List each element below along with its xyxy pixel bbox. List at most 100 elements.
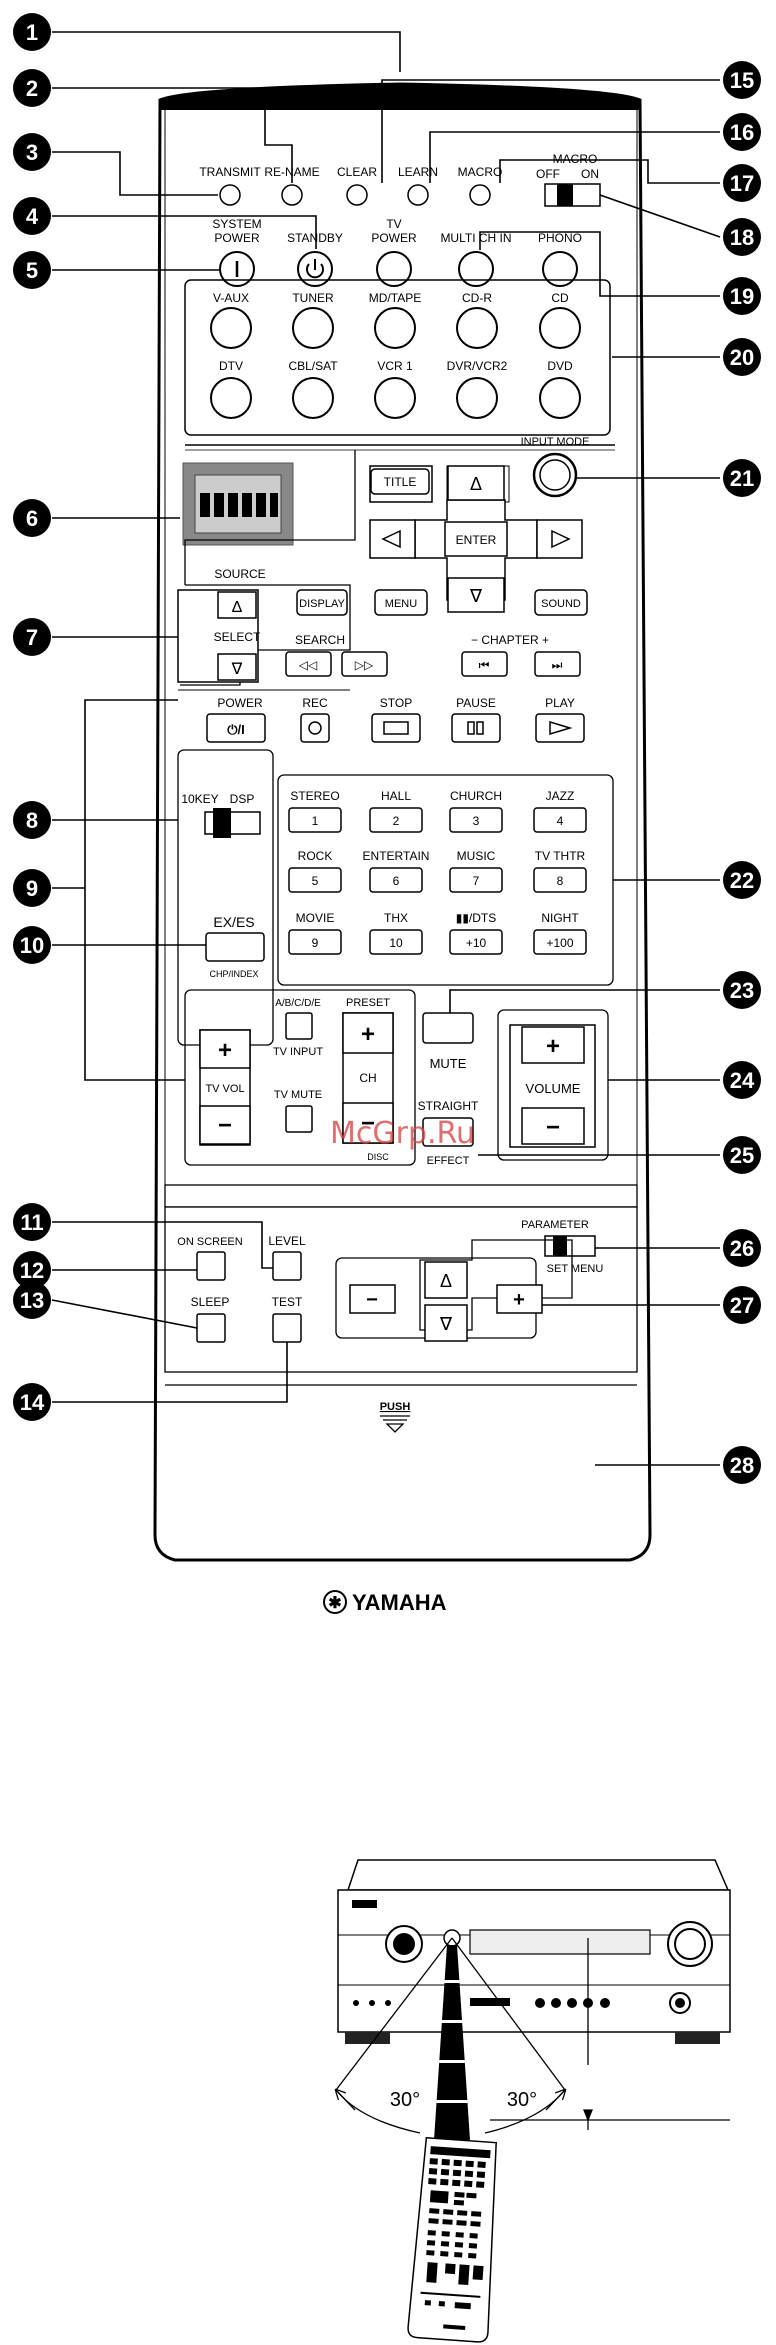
input-vcr1-button[interactable] <box>374 377 416 419</box>
push-arrow-icon <box>380 1415 410 1433</box>
transmit-led <box>219 184 241 206</box>
input-cblsat-button[interactable] <box>292 377 334 419</box>
param-up-button[interactable] <box>424 1261 468 1299</box>
tv-vol-down-button[interactable] <box>199 1105 251 1145</box>
source-down-button[interactable] <box>217 653 257 681</box>
parameter-switch-knob[interactable] <box>553 1236 567 1256</box>
tv-mute-button[interactable] <box>285 1105 313 1133</box>
effect-label: EFFECT <box>427 1155 470 1167</box>
mute-button[interactable] <box>422 1012 474 1044</box>
callout-circle <box>723 277 761 315</box>
dsp-key-button[interactable] <box>369 929 423 955</box>
title-button[interactable] <box>370 468 430 495</box>
transport-power-button[interactable] <box>206 713 266 743</box>
angle-right-label: 30° <box>507 2089 537 2111</box>
source-label: SOURCE <box>214 567 265 581</box>
title-label: TITLE <box>384 475 417 489</box>
straight-button[interactable] <box>422 1117 474 1147</box>
transport-controls: SEARCH ◁◁ ▷▷ − CHAPTER + ⏮ ⏭ POWER ⏻/I R… <box>178 633 585 743</box>
tv-power-button[interactable] <box>376 251 412 287</box>
test-button[interactable] <box>272 1313 302 1343</box>
enter-button[interactable] <box>444 521 508 557</box>
down-arrow-button[interactable] <box>447 577 505 613</box>
clear-button[interactable] <box>346 184 368 206</box>
input-mdtape-button[interactable] <box>374 307 416 349</box>
param-down-button[interactable] <box>424 1304 468 1342</box>
dsp-key-button[interactable] <box>288 929 342 955</box>
dsp-key-button[interactable] <box>369 807 423 833</box>
preset-down-button[interactable] <box>342 1102 394 1144</box>
up-arrow-button[interactable] <box>447 465 505 501</box>
10key-dsp-knob[interactable] <box>213 808 231 838</box>
tv-vol-up-button[interactable] <box>199 1029 251 1069</box>
volume-minus-icon: − <box>546 1114 560 1141</box>
right-arrow-button[interactable] <box>536 519 583 559</box>
macro-button[interactable] <box>469 184 491 206</box>
param-plus-button[interactable] <box>496 1284 543 1314</box>
clear-label: CLEAR <box>337 165 377 179</box>
sleep-button[interactable] <box>196 1313 226 1343</box>
dsp-key-button[interactable] <box>288 867 342 893</box>
dsp-key-button[interactable] <box>533 807 587 833</box>
multi-ch-in-button[interactable] <box>458 251 494 287</box>
search-fwd-button[interactable] <box>341 651 388 677</box>
callout-circle <box>13 618 51 656</box>
preset-up-button[interactable] <box>342 1012 394 1054</box>
input-tuner-button[interactable] <box>292 307 334 349</box>
input-vaux-button[interactable] <box>210 307 252 349</box>
level-button[interactable] <box>272 1251 302 1281</box>
angle-left-label: 30° <box>390 2089 420 2111</box>
on-screen-button[interactable] <box>196 1251 226 1281</box>
learn-button[interactable] <box>407 184 429 206</box>
rename-button[interactable] <box>281 184 303 206</box>
input-dvd-button[interactable] <box>539 377 581 419</box>
rec-button[interactable] <box>300 713 330 743</box>
input-cd-button[interactable] <box>539 307 581 349</box>
test-label: TEST <box>272 1295 303 1309</box>
input-dvrvcr2-button[interactable] <box>456 377 498 419</box>
play-button[interactable] <box>535 713 585 743</box>
volume-down-button[interactable] <box>521 1107 585 1145</box>
input-label-cblsat: CBL/SAT <box>288 359 338 373</box>
dsp-key-button[interactable] <box>449 929 503 955</box>
dsp-key-button[interactable] <box>533 867 587 893</box>
callout-number: 19 <box>730 284 754 309</box>
chapter-prev-button[interactable] <box>461 651 508 677</box>
dsp-key-button[interactable] <box>533 929 587 955</box>
menu-button[interactable] <box>374 589 428 616</box>
search-rev-button[interactable] <box>285 651 332 677</box>
stop-button[interactable] <box>371 713 421 743</box>
sound-button[interactable] <box>534 589 588 616</box>
down-arrow-icon: ∇ <box>469 586 483 606</box>
input-dtv-button[interactable] <box>210 377 252 419</box>
macro-switch-knob[interactable] <box>557 184 573 206</box>
dsp-key-button[interactable] <box>449 867 503 893</box>
dsp-key-number: 4 <box>557 814 564 828</box>
left-arrow-button[interactable] <box>369 519 416 559</box>
parameter-switch[interactable] <box>544 1235 596 1257</box>
callout-circle <box>13 869 51 907</box>
dsp-key-button[interactable] <box>449 807 503 833</box>
pause-button[interactable] <box>451 713 501 743</box>
chapter-next-button[interactable] <box>534 651 581 677</box>
source-up-button[interactable] <box>217 591 257 619</box>
dsp-key-button[interactable] <box>369 867 423 893</box>
param-minus-button[interactable] <box>349 1284 396 1314</box>
phono-button[interactable] <box>542 251 578 287</box>
display-button[interactable] <box>296 589 348 616</box>
callout-22: 22 <box>723 861 761 899</box>
macro-switch-label: MACRO <box>553 152 598 166</box>
disc-label: DISC <box>367 1152 389 1162</box>
receiver-diagram: 30° 30° <box>336 1859 731 2343</box>
dsp-key-button[interactable] <box>288 807 342 833</box>
input-cdr-button[interactable] <box>456 307 498 349</box>
callout-circle <box>13 801 51 839</box>
callout-circle <box>723 164 761 202</box>
abcde-button[interactable] <box>285 1012 313 1040</box>
volume-up-button[interactable] <box>521 1026 585 1064</box>
volume-plus-icon: + <box>546 1033 560 1060</box>
callout-1: 1 <box>13 13 51 51</box>
exes-button[interactable] <box>205 932 265 962</box>
standby-label: STANDBY <box>287 231 343 245</box>
